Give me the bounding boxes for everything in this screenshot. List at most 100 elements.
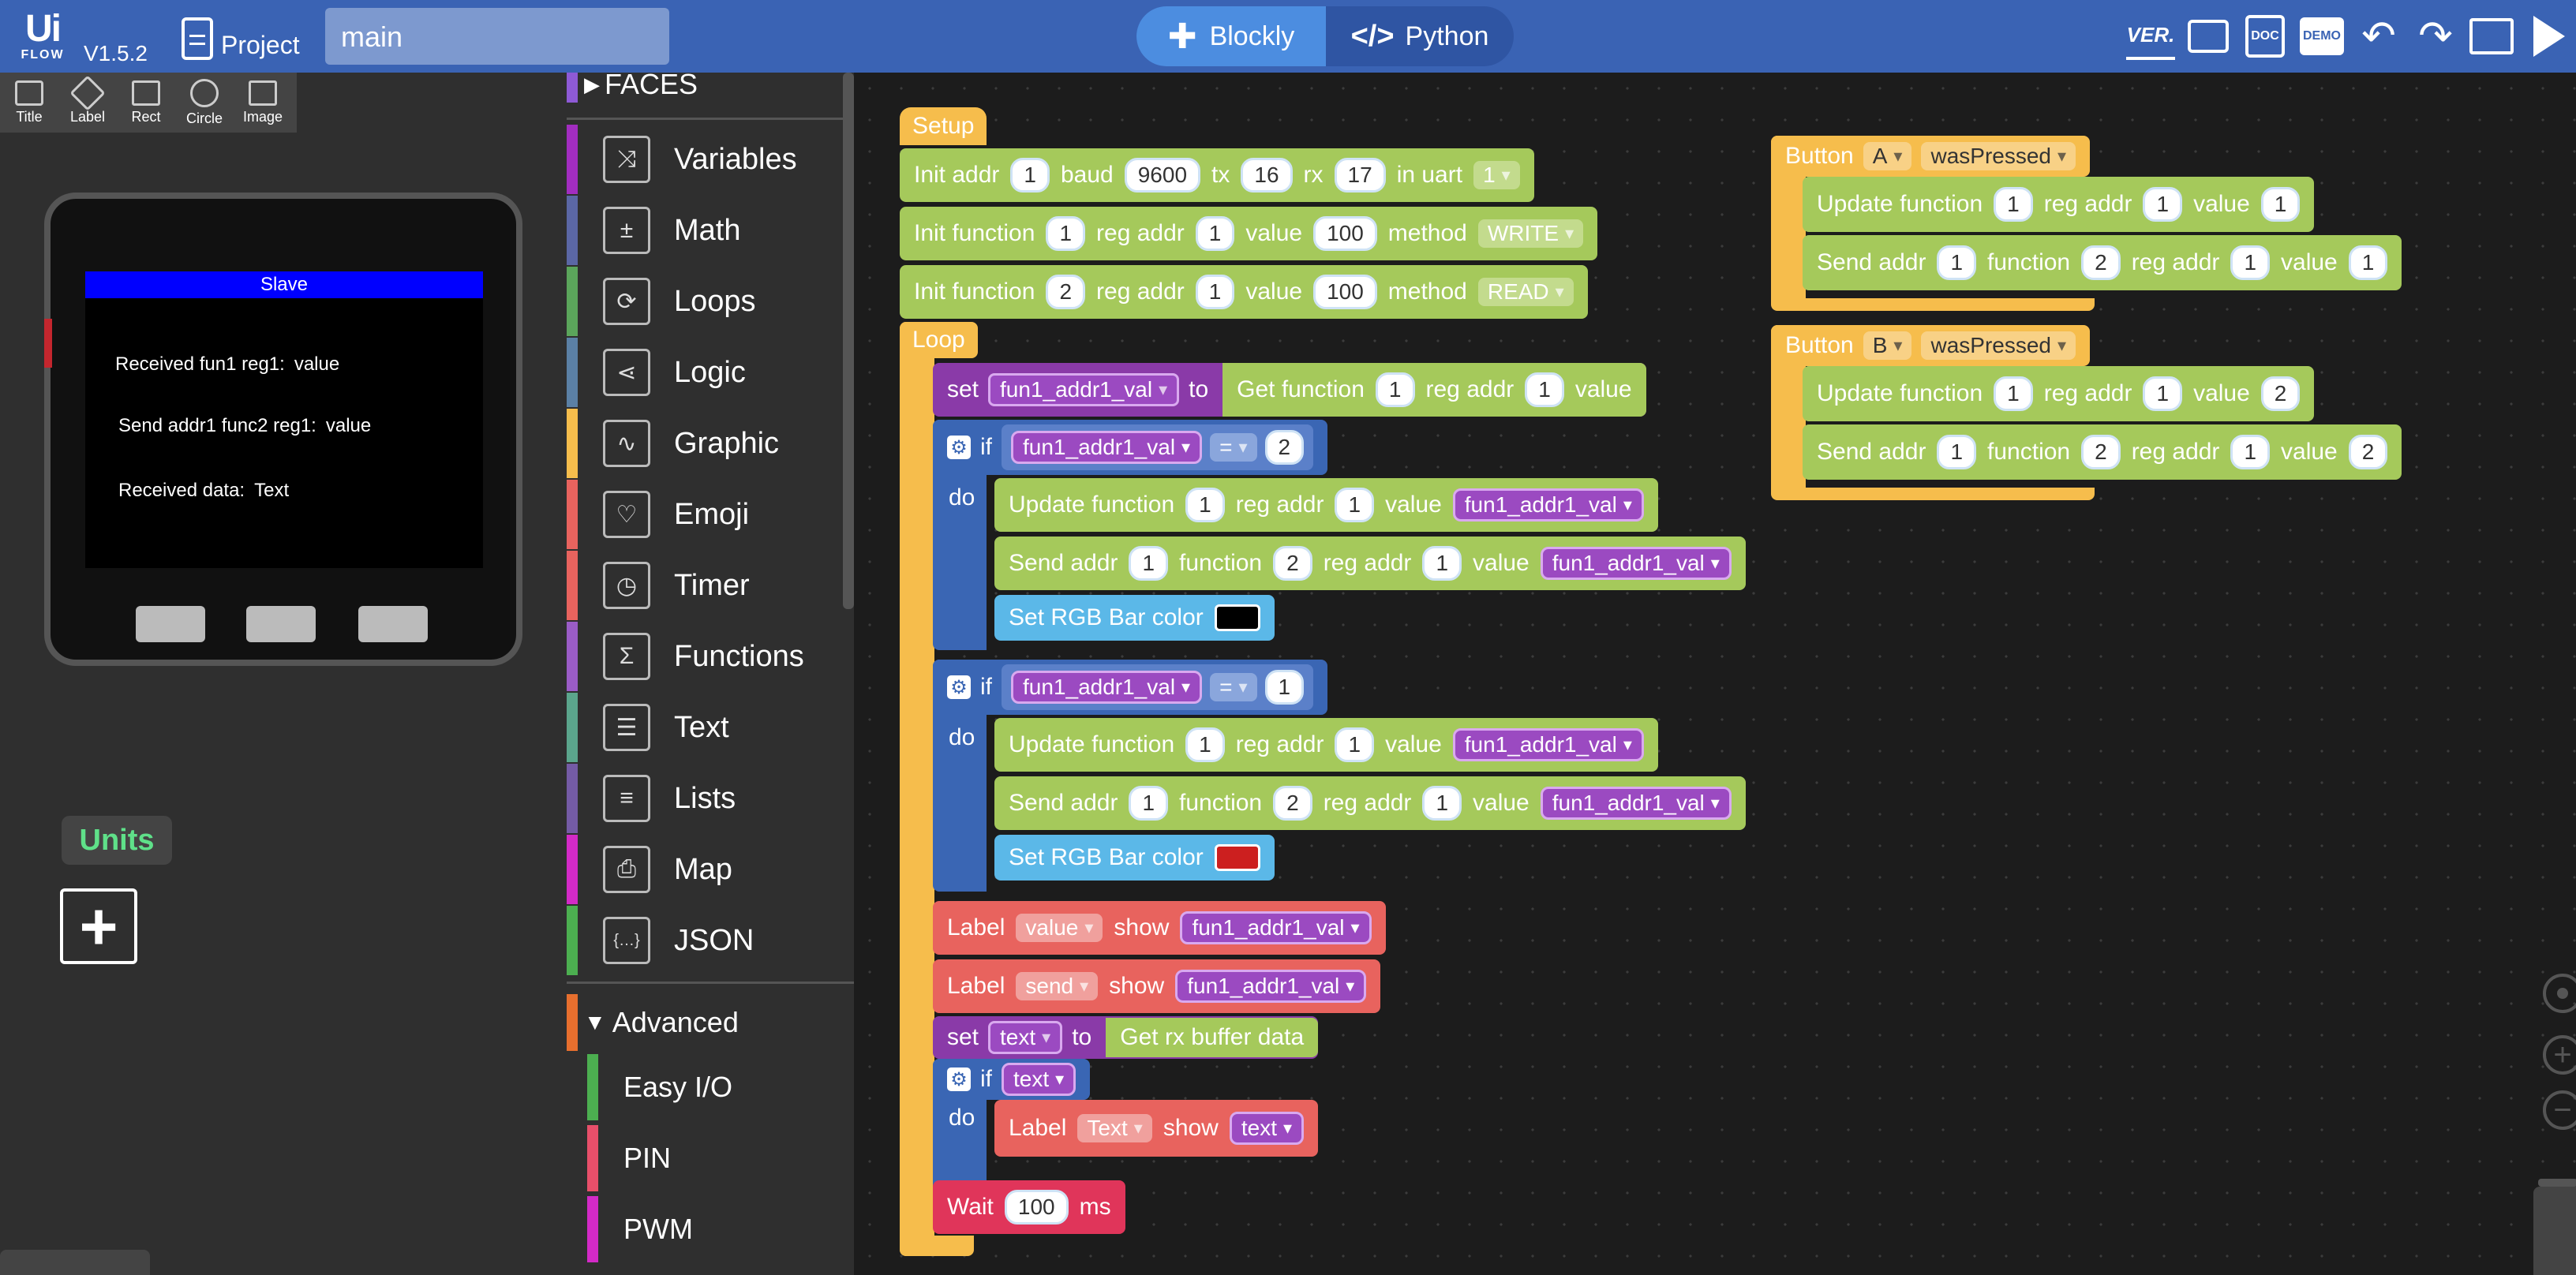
method-dropdown-1[interactable]: WRITE [1477,219,1584,248]
tool-title[interactable]: Title [0,73,58,133]
label1-dropdown[interactable]: value [1016,914,1103,942]
init-fn2-value[interactable]: 100 [1313,275,1377,309]
tab-blockly[interactable]: ✚ Blockly [1136,6,1326,66]
device-button-b[interactable] [246,606,316,642]
demo-button[interactable]: DEMO [2298,13,2346,60]
send2-var[interactable]: fun1_addr1_val [1540,787,1732,820]
send1-reg[interactable]: 1 [1422,546,1462,581]
button-a-dropdown[interactable]: A [1863,142,1912,170]
label2-var[interactable]: fun1_addr1_val [1175,970,1367,1003]
init-fn2-reg[interactable]: 1 [1195,275,1235,309]
label3-var[interactable]: text [1229,1112,1305,1145]
upd2-fn[interactable]: 1 [1185,727,1225,762]
undo-button[interactable]: ↶ [2355,13,2402,60]
send-addr-block-1[interactable]: Send addr 1 function 2 reg addr 1 value … [994,537,1746,590]
toolbox-math[interactable]: ±Math [567,196,854,265]
trash-can[interactable] [2533,1179,2576,1275]
addr-input[interactable]: 1 [1010,158,1050,193]
get-function-block[interactable]: Get function 1 reg addr 1 value [1222,363,1646,417]
label1-var[interactable]: fun1_addr1_val [1180,911,1372,944]
upd2-var[interactable]: fun1_addr1_val [1452,728,1644,761]
btnb-send-addr[interactable]: 1 [1937,435,1977,469]
label-block-3[interactable]: Label Text show text [994,1100,1319,1157]
zoom-in-button[interactable]: + [2543,1035,2576,1075]
init-fn1-value[interactable]: 100 [1313,216,1377,251]
compare-num-1[interactable]: 2 [1264,430,1305,465]
get-fn-input[interactable]: 1 [1375,372,1415,407]
loop-hat[interactable]: Loop [900,322,978,358]
send2-addr[interactable]: 1 [1129,786,1169,821]
toolbox-logic[interactable]: ⋖Logic [567,338,854,407]
get-reg-input[interactable]: 1 [1525,372,1564,407]
operator-dropdown-1[interactable]: = [1210,433,1257,462]
tool-rect[interactable]: Rect [117,73,175,133]
btna-send-addr[interactable]: 1 [1937,245,1977,280]
btnb-upd-fn[interactable]: 1 [1994,376,2033,411]
upd1-reg[interactable]: 1 [1335,488,1375,522]
toolbox-loops[interactable]: ⟳Loops [567,267,854,336]
bottom-tab[interactable] [0,1250,150,1275]
send-addr-block-2[interactable]: Send addr 1 function 2 reg addr 1 value … [994,776,1746,830]
toolbox-timer[interactable]: ◷Timer [567,551,854,620]
download-button[interactable] [2467,13,2516,60]
upd2-reg[interactable]: 1 [1335,727,1375,762]
compare-num-2[interactable]: 1 [1264,670,1305,705]
label3-dropdown[interactable]: Text [1077,1114,1152,1142]
btna-upd-value[interactable]: 1 [2260,187,2301,222]
compare-var-2[interactable]: fun1_addr1_val [1011,671,1203,704]
tool-label[interactable]: Label [58,73,117,133]
wait-block[interactable]: Wait 100 ms [933,1180,1125,1234]
label2-dropdown[interactable]: send [1016,972,1099,1000]
if-block-3[interactable]: ⚙ if text [933,1059,1091,1100]
text-variable-dropdown[interactable]: text [988,1021,1063,1054]
btnb-send-value[interactable]: 2 [2348,435,2388,469]
send2-fn[interactable]: 2 [1273,786,1312,821]
init-function-1-block[interactable]: Init function 1 reg addr 1 value 100 met… [900,207,1598,260]
add-unit-button[interactable]: + [60,888,137,964]
wait-input[interactable]: 100 [1004,1190,1069,1225]
set-rgb-block-1[interactable]: Set RGB Bar color [994,595,1275,641]
loop-block-frame[interactable] [900,322,934,1256]
init-addr-block[interactable]: Init addr 1 baud 9600 tx 16 rx 17 in uar… [900,148,1534,202]
variable-dropdown[interactable]: fun1_addr1_val [988,373,1180,406]
compare-var-1[interactable]: fun1_addr1_val [1011,431,1203,464]
btnb-send-fn[interactable]: 2 [2081,435,2121,469]
tx-input[interactable]: 16 [1241,158,1293,193]
send1-fn[interactable]: 2 [1273,546,1312,581]
tab-python[interactable]: </> Python [1326,6,1514,66]
init-function-2-block[interactable]: Init function 2 reg addr 1 value 100 met… [900,265,1588,319]
device-button-c[interactable] [358,606,428,642]
upd1-var[interactable]: fun1_addr1_val [1452,488,1644,522]
file-name-input[interactable]: main [325,8,669,65]
btna-send-reg[interactable]: 1 [2230,245,2271,280]
compare-block-2[interactable]: fun1_addr1_val = 1 [1002,664,1314,710]
gear-icon[interactable]: ⚙ [947,436,971,459]
send1-addr[interactable]: 1 [1129,546,1169,581]
doc-button[interactable]: DOC [2241,13,2289,60]
btna-upd-reg[interactable]: 1 [2143,187,2183,222]
zoom-out-button[interactable]: − [2543,1090,2576,1130]
toolbox-scrollbar[interactable] [843,73,854,609]
baud-input[interactable]: 9600 [1124,158,1201,193]
setup-hat[interactable]: Setup [900,107,987,145]
run-button[interactable] [2525,13,2573,60]
get-rx-buffer-block[interactable]: Get rx buffer data [1106,1018,1319,1057]
if-block-2[interactable]: ⚙ if fun1_addr1_val = 1 [933,660,1328,715]
send2-reg[interactable]: 1 [1422,786,1462,821]
if3-var[interactable]: text [1002,1063,1076,1096]
init-fn2-fn[interactable]: 2 [1046,275,1086,309]
update-function-block-2[interactable]: Update function 1 reg addr 1 value fun1_… [994,718,1658,772]
toolbox-graphic[interactable]: ∿Graphic [567,409,854,478]
btnb-upd-reg[interactable]: 1 [2143,376,2183,411]
button-b-hat[interactable]: Button B wasPressed [1771,325,2091,366]
label-block-1[interactable]: Label value show fun1_addr1_val [933,901,1386,955]
toolbox-map[interactable]: ⎙Map [567,835,854,904]
button-a-update-block[interactable]: Update function 1 reg addr 1 value 1 [1803,177,2315,232]
method-dropdown-2[interactable]: READ [1477,278,1574,306]
upd1-fn[interactable]: 1 [1185,488,1225,522]
btnb-send-reg[interactable]: 1 [2230,435,2271,469]
set-text-block[interactable]: set text to Get rx buffer data [933,1016,1319,1059]
chat-button[interactable] [2185,13,2232,60]
button-b-update-block[interactable]: Update function 1 reg addr 1 value 2 [1803,366,2315,421]
